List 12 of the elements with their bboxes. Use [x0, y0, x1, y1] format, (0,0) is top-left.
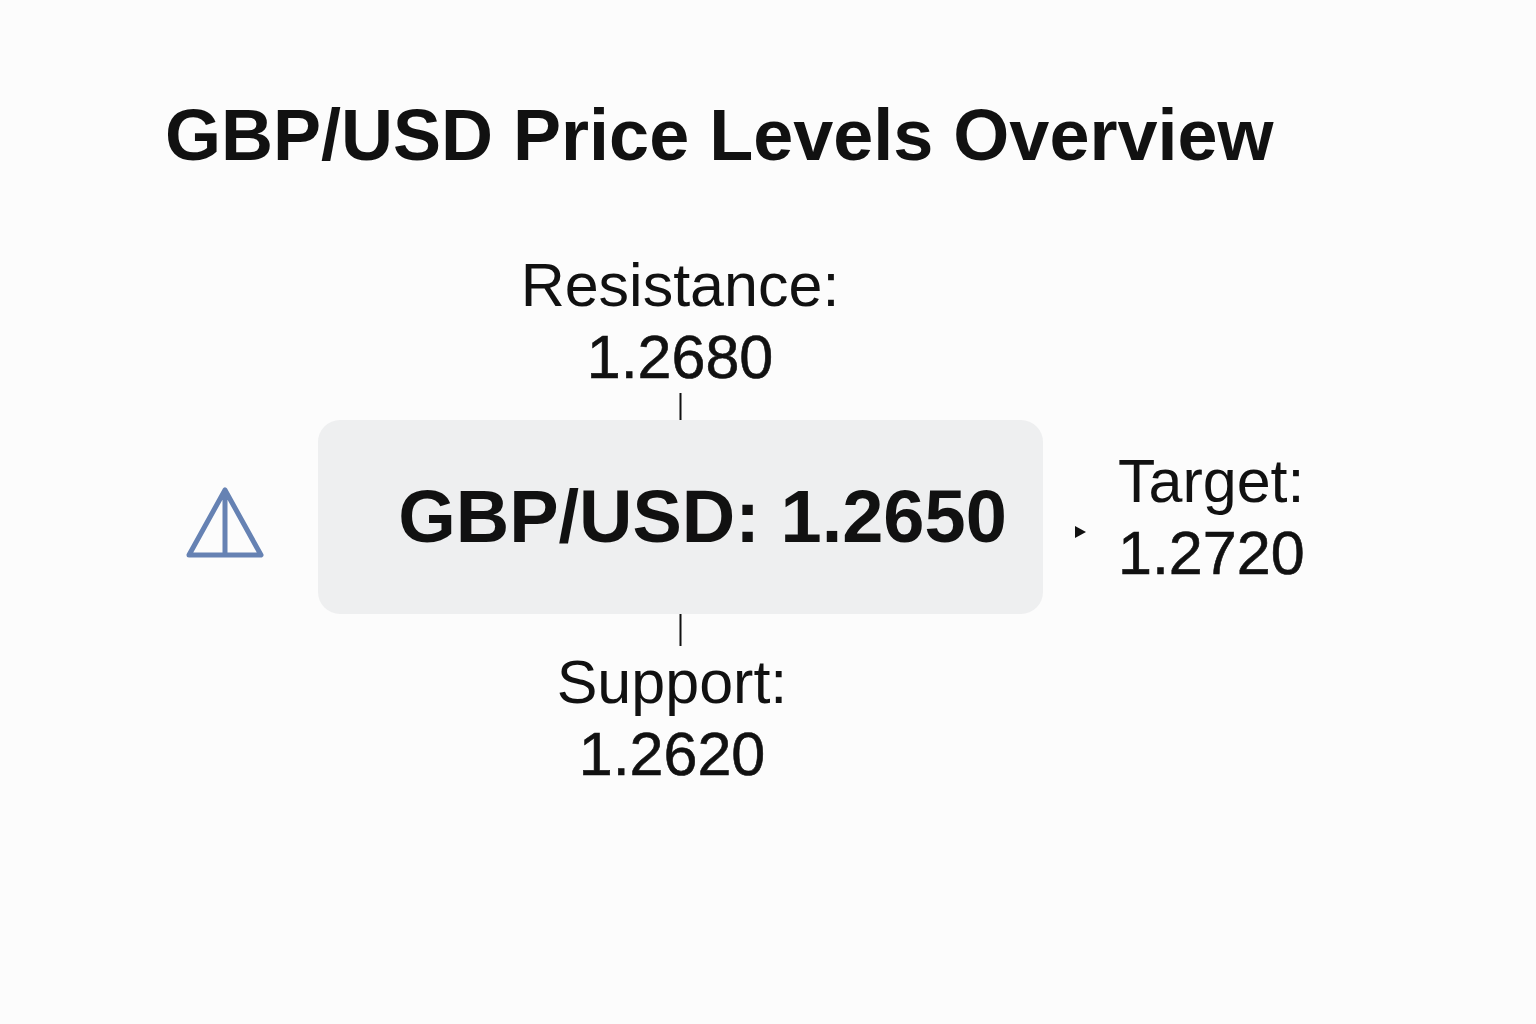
level-label: Resistance:: [520, 250, 840, 321]
arrow: [1075, 526, 1086, 538]
price-value: 1.2720: [1118, 518, 1305, 589]
connector-line: [679, 613, 682, 647]
level-label: Support:: [556, 647, 788, 718]
price-value: 1.2680: [586, 322, 774, 393]
price-box: [318, 420, 1043, 614]
current-price-text: GBP/USD: 1.2650: [398, 476, 1007, 558]
connector-line: [679, 392, 682, 421]
level-label: Target:: [1118, 446, 1305, 517]
price-value: 1.2620: [578, 719, 766, 790]
title: GBP/USD Price Levels Overview: [165, 94, 1274, 177]
